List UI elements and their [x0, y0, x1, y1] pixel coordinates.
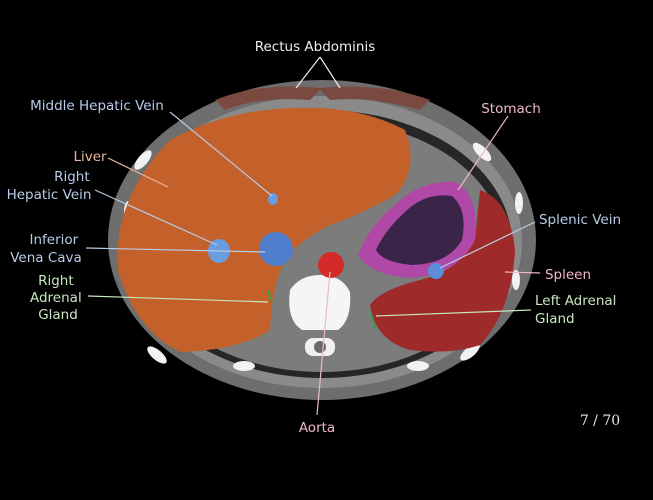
left-adrenal-gland [369, 309, 377, 331]
right-adrenal-gland [267, 289, 273, 303]
label-left-adrenal-gland: Left Adrenal Gland [535, 293, 621, 327]
label-stomach: Stomach [481, 101, 541, 117]
spinal-cord [314, 341, 326, 353]
label-right-adrenal-gland: Right Adrenal Gland [30, 273, 86, 323]
splenic-vein [428, 263, 444, 279]
rectus-abdominis [215, 86, 430, 110]
vertebra [289, 275, 351, 330]
label-middle-hepatic-vein: Middle Hepatic Vein [30, 98, 164, 114]
label-rectus-abdominis: Rectus Abdominis [255, 39, 376, 55]
leader-lines [85, 56, 541, 416]
stomach-lumen [376, 195, 464, 265]
label-spleen: Spleen [545, 267, 591, 283]
aorta [318, 252, 344, 278]
label-aorta: Aorta [299, 420, 335, 436]
label-liver: Liver [73, 149, 107, 165]
spleen [370, 190, 515, 352]
slice-counter: 7 / 70 [580, 413, 620, 429]
liver [117, 107, 411, 352]
label-right-hepatic-vein: Right Hepatic Vein [7, 169, 94, 203]
label-inferior-vena-cava: Inferior Vena Cava [10, 232, 82, 266]
inferior-vena-cava [259, 232, 293, 266]
middle-hepatic-vein [268, 193, 278, 205]
label-splenic-vein: Splenic Vein [539, 212, 621, 228]
